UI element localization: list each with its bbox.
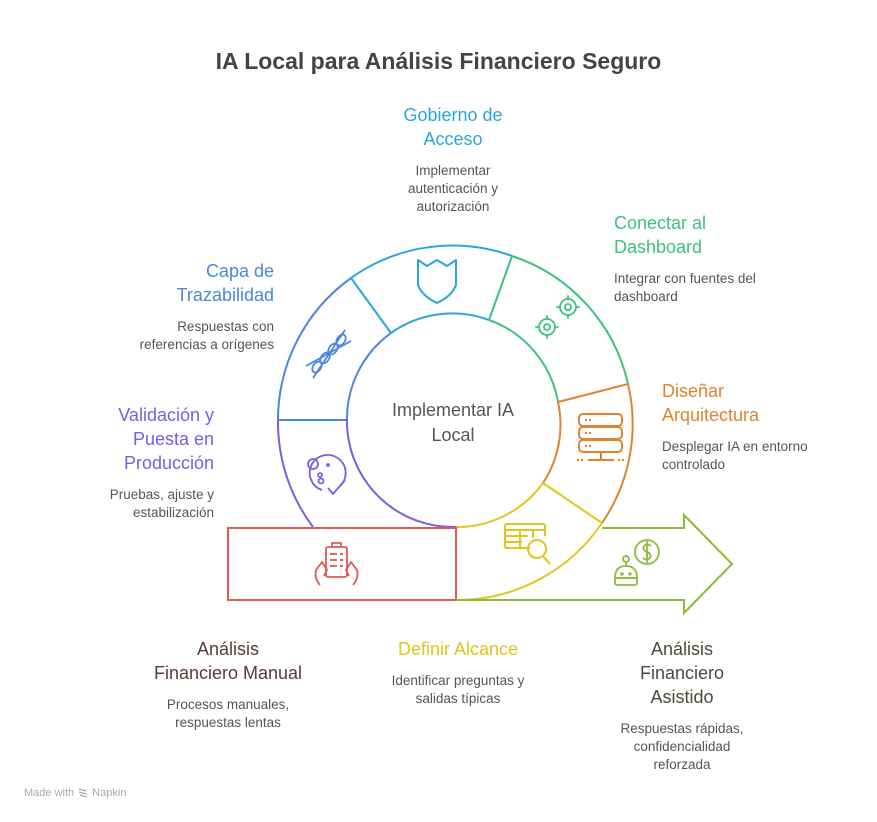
title-line: Trazabilidad bbox=[176, 285, 274, 305]
title-line: Acceso bbox=[423, 129, 483, 149]
segment-disenar bbox=[542, 383, 634, 524]
desc-line: controlado bbox=[662, 457, 726, 472]
title-line: Diseñar bbox=[662, 381, 725, 401]
end-title: Análisis Financiero Asistido bbox=[572, 637, 792, 709]
step-gobierno-title: Gobierno de Acceso bbox=[343, 103, 563, 151]
clipboard-hands-icon bbox=[314, 542, 359, 586]
step-validacion-title: Validación y Puesta en Producción bbox=[14, 403, 214, 475]
title-line: Validación y bbox=[118, 405, 214, 425]
step-gobierno-desc: Implementar autenticación y autorización bbox=[343, 162, 563, 216]
desc-line: salidas típicas bbox=[415, 691, 501, 706]
segment-trazabilidad bbox=[277, 277, 392, 421]
desc-line: confidencialidad bbox=[633, 739, 731, 754]
desc-line: Respuestas rápidas, bbox=[620, 721, 744, 736]
table-search-icon bbox=[504, 523, 551, 565]
desc-line: Integrar con fuentes del bbox=[614, 271, 756, 286]
center-line-2: Local bbox=[431, 425, 475, 445]
test-check-icon bbox=[307, 454, 347, 496]
footer-prefix: Made with bbox=[24, 787, 75, 799]
desc-line: Respuestas con bbox=[177, 319, 274, 334]
robot-dollar-icon bbox=[614, 539, 660, 586]
segment-conectar bbox=[488, 255, 629, 403]
title-line: Financiero Manual bbox=[153, 663, 303, 683]
title-line: Asistido bbox=[650, 687, 714, 707]
title-line: Financiero bbox=[639, 663, 725, 683]
start-desc: Procesos manuales, respuestas lentas bbox=[118, 696, 338, 732]
start-box bbox=[227, 527, 457, 601]
segment-validacion bbox=[276, 419, 457, 529]
desc-line: referencias a orígenes bbox=[139, 337, 274, 352]
chain-icon bbox=[305, 329, 352, 379]
title-line: Definir Alcance bbox=[397, 639, 519, 659]
desc-line: autenticación y bbox=[407, 181, 499, 196]
title-line: Análisis bbox=[196, 639, 260, 659]
end-arrow bbox=[456, 512, 734, 616]
title-line: Análisis bbox=[650, 639, 714, 659]
title-line: Dashboard bbox=[614, 237, 703, 257]
step-validacion-desc: Pruebas, ajuste y estabilización bbox=[14, 486, 214, 522]
title-line: Gobierno de bbox=[403, 105, 503, 125]
title-line: Conectar al bbox=[614, 213, 707, 233]
server-icon bbox=[576, 413, 625, 462]
desc-line: estabilización bbox=[132, 505, 214, 520]
desc-line: Procesos manuales, bbox=[166, 697, 290, 712]
desc-line: Pruebas, ajuste y bbox=[109, 487, 214, 502]
desc-line: respuestas lentas bbox=[175, 715, 281, 730]
center-label: Implementar IA Local bbox=[353, 398, 553, 448]
napkin-logo-icon bbox=[78, 788, 88, 798]
gears-icon bbox=[535, 295, 580, 339]
desc-line: dashboard bbox=[614, 289, 678, 304]
center-line-1: Implementar IA bbox=[391, 400, 515, 420]
segment-definir bbox=[455, 482, 603, 602]
step-disenar-title: Diseñar Arquitectura bbox=[662, 379, 872, 427]
title-line: Capa de bbox=[205, 261, 274, 281]
desc-line: Desplegar IA en entorno bbox=[662, 439, 808, 454]
start-title: Análisis Financiero Manual bbox=[118, 637, 338, 685]
step-conectar-desc: Integrar con fuentes del dashboard bbox=[614, 270, 854, 306]
desc-line: Implementar bbox=[415, 163, 491, 178]
title-line: Producción bbox=[123, 453, 214, 473]
step-definir-title: Definir Alcance bbox=[353, 637, 563, 661]
footer-credit[interactable]: Made with Napkin bbox=[24, 787, 126, 799]
shield-icon bbox=[417, 259, 457, 304]
footer-brand: Napkin bbox=[92, 787, 127, 799]
end-desc: Respuestas rápidas, confidencialidad ref… bbox=[572, 720, 792, 774]
desc-line: Identificar preguntas y bbox=[391, 673, 525, 688]
step-definir-desc: Identificar preguntas y salidas típicas bbox=[343, 672, 573, 708]
step-trazabilidad-title: Capa de Trazabilidad bbox=[54, 259, 274, 307]
step-trazabilidad-desc: Respuestas con referencias a orígenes bbox=[54, 318, 274, 354]
segment-gobierno bbox=[350, 244, 513, 334]
desc-line: autorización bbox=[416, 199, 490, 214]
desc-line: reforzada bbox=[653, 757, 711, 772]
title-line: Arquitectura bbox=[662, 405, 760, 425]
title-line: Puesta en bbox=[132, 429, 214, 449]
page-title: IA Local para Análisis Financiero Seguro bbox=[215, 48, 662, 74]
step-conectar-title: Conectar al Dashboard bbox=[614, 211, 854, 259]
step-disenar-desc: Desplegar IA en entorno controlado bbox=[662, 438, 872, 474]
